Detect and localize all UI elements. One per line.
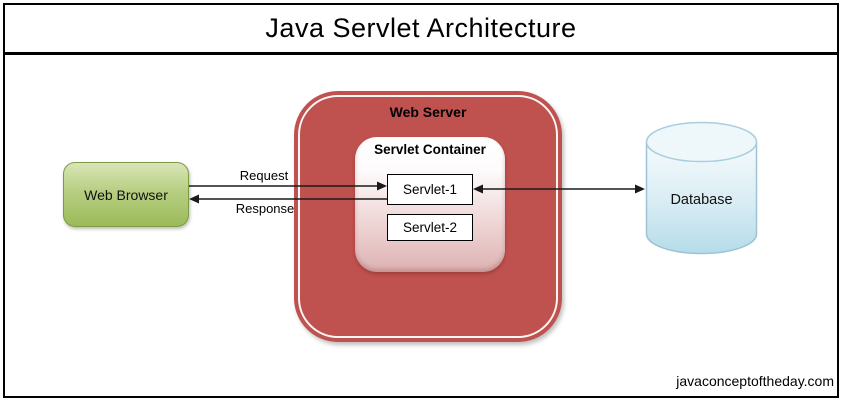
- database-cylinder-icon: [645, 121, 758, 255]
- servlet-container-label: Servlet Container: [374, 142, 486, 157]
- page-title: Java Servlet Architecture: [265, 13, 577, 43]
- servlet-2-node: Servlet-2: [387, 214, 473, 241]
- web-server-label: Web Server: [389, 104, 467, 120]
- database-label: Database: [670, 192, 733, 208]
- servlet-1-label: Servlet-1: [402, 182, 458, 197]
- web-browser-label: Web Browser: [84, 186, 168, 203]
- response-edge-label: Response: [235, 201, 295, 216]
- database-node: [645, 121, 758, 255]
- request-edge-label: Request: [239, 168, 289, 183]
- watermark: javaconceptoftheday.com: [676, 373, 834, 389]
- servlet-2-label: Servlet-2: [402, 220, 458, 235]
- servlet-container-node: Servlet Container Servlet-1 Servlet-2: [355, 137, 505, 272]
- servlet-1-node: Servlet-1: [387, 174, 473, 205]
- web-browser-node: Web Browser: [63, 162, 189, 227]
- web-server-node: Web Server Servlet Container Servlet-1 S…: [294, 91, 562, 342]
- title-bar: Java Servlet Architecture: [3, 3, 839, 54]
